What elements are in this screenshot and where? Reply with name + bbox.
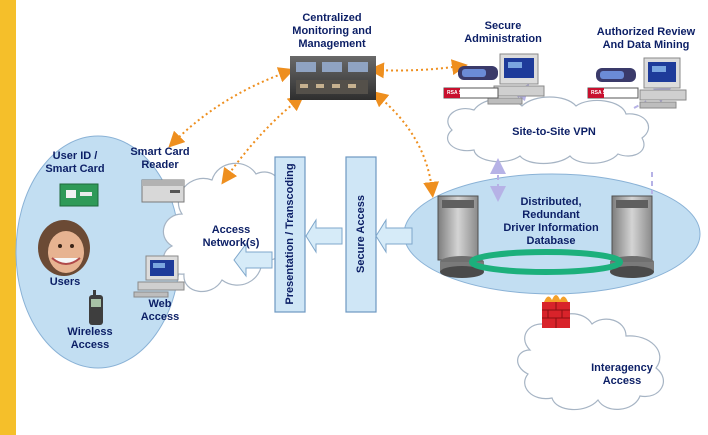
interagency-label: Interagency Access bbox=[591, 362, 653, 387]
monitoring-links bbox=[168, 59, 468, 198]
secure-access-panel bbox=[345, 156, 377, 313]
firewall-icon bbox=[542, 295, 570, 328]
review-computer-icon bbox=[639, 57, 687, 109]
wireless-label: Wireless Access bbox=[67, 326, 113, 351]
secure-access-label: Secure Access bbox=[355, 195, 367, 273]
database-label: Distributed, Redundant Driver Informatio… bbox=[503, 196, 599, 247]
monitoring-center-photo bbox=[290, 56, 376, 100]
user-photo bbox=[38, 220, 90, 276]
smart-card-reader-icon bbox=[141, 179, 185, 203]
rsa-securid-left-text: RSA SecurID bbox=[447, 90, 478, 96]
rsa-securid-right-text: RSA SecurID bbox=[591, 90, 622, 96]
replication-ring bbox=[469, 249, 623, 275]
database-server-left-icon bbox=[437, 195, 484, 278]
users-label: Users bbox=[49, 276, 81, 288]
vpn-label: Site-to-Site VPN bbox=[512, 126, 596, 138]
smart-card-icon bbox=[59, 183, 99, 207]
review-label: Authorized Review And Data Mining bbox=[596, 26, 696, 51]
presentation-label: Presentation / Transcoding bbox=[284, 163, 296, 305]
database-server-right-icon bbox=[610, 195, 654, 278]
secure-admin-computer-icon bbox=[487, 53, 545, 105]
smart-card-reader-label: Smart Card Reader bbox=[130, 146, 190, 171]
monitoring-label: Centralized Monitoring and Management bbox=[292, 12, 372, 50]
mobile-phone-icon bbox=[89, 290, 103, 325]
flow-arrows bbox=[233, 218, 413, 278]
web-access-computer-icon bbox=[133, 255, 185, 298]
interagency-cloud bbox=[517, 313, 664, 411]
web-access-label: Web Access bbox=[140, 298, 180, 323]
secure-admin-label: Secure Administration bbox=[464, 20, 542, 45]
userid-label: User ID / Smart Card bbox=[45, 150, 105, 175]
securid-token-right-icon bbox=[587, 68, 639, 99]
access-network-label: Access Network(s) bbox=[202, 224, 260, 249]
left-accent-bar bbox=[0, 0, 16, 435]
securid-token-left-icon bbox=[443, 66, 499, 99]
